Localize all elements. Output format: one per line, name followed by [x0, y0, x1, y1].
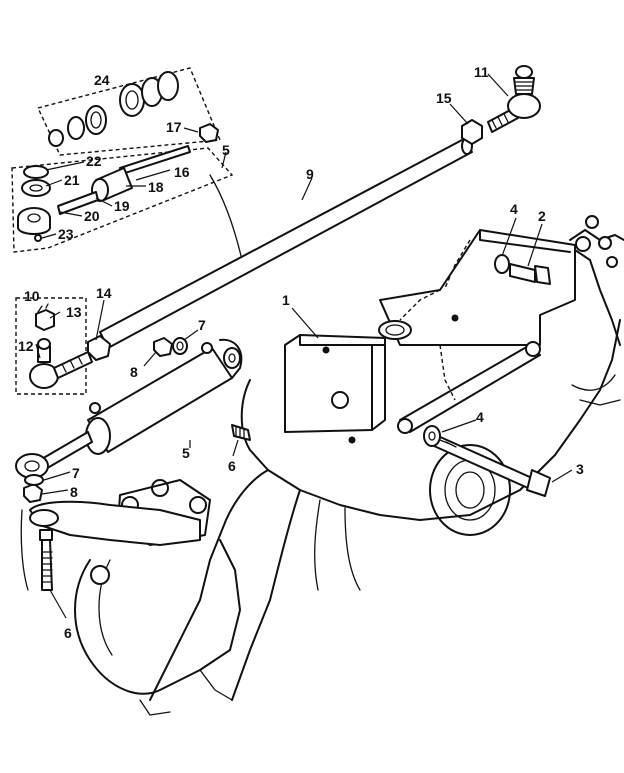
callout-5-upper: 5 — [222, 142, 230, 158]
locknut-15 — [461, 119, 483, 145]
stud-6-right — [231, 424, 251, 441]
callout-15: 15 — [436, 90, 452, 106]
callout-21: 21 — [64, 172, 80, 188]
cylinder-bracket — [284, 229, 576, 444]
nut-8-upper — [153, 337, 173, 357]
callout-4-lower: 4 — [476, 409, 484, 425]
callout-7-lower: 7 — [72, 465, 80, 481]
callout-14: 14 — [96, 285, 112, 301]
callout-5-lower: 5 — [182, 445, 190, 461]
nut-17 — [199, 123, 219, 143]
callout-23: 23 — [58, 226, 74, 242]
washer-7-lower — [24, 474, 44, 486]
washer-4-lower — [423, 425, 441, 447]
nut-13 — [35, 303, 55, 331]
callout-17: 17 — [166, 119, 182, 135]
callout-20: 20 — [84, 208, 100, 224]
ball-joint-12 — [29, 338, 93, 389]
callout-1: 1 — [282, 292, 290, 308]
bolt-3 — [433, 435, 551, 497]
washer-4-upper — [494, 254, 510, 274]
callout-18: 18 — [148, 179, 164, 195]
hydraulic-cylinder-5 — [15, 338, 243, 479]
callout-labels: 1 2 3 4 4 5 5 6 6 7 7 8 8 9 10 11 12 13 … — [18, 64, 584, 641]
callout-16: 16 — [174, 164, 190, 180]
callout-2: 2 — [538, 208, 546, 224]
callout-7-upper: 7 — [198, 317, 206, 333]
seal-kit-24 — [37, 67, 222, 156]
group-box-10 — [15, 297, 87, 395]
callout-8-upper: 8 — [130, 364, 138, 380]
callout-6-right: 6 — [228, 458, 236, 474]
washer-7-upper — [172, 337, 188, 355]
callout-4-upper: 4 — [510, 201, 518, 217]
callout-6-left: 6 — [64, 625, 72, 641]
callout-12: 12 — [18, 338, 34, 354]
nut-8-lower — [23, 483, 43, 503]
bolt-2 — [509, 263, 551, 285]
leader-lines — [35, 73, 573, 619]
callout-8-lower: 8 — [70, 484, 78, 500]
piston-rod-group — [11, 145, 234, 253]
callout-9: 9 — [306, 166, 314, 182]
callout-22: 22 — [86, 153, 102, 169]
steering-arm — [29, 500, 201, 546]
callout-3: 3 — [576, 461, 584, 477]
stud-6-left — [39, 529, 53, 591]
callout-19: 19 — [114, 198, 130, 214]
callout-24: 24 — [94, 72, 110, 88]
ball-joint-11 — [487, 65, 541, 133]
callout-10: 10 — [24, 288, 40, 304]
callout-13: 13 — [66, 304, 82, 320]
callout-11: 11 — [474, 64, 489, 80]
